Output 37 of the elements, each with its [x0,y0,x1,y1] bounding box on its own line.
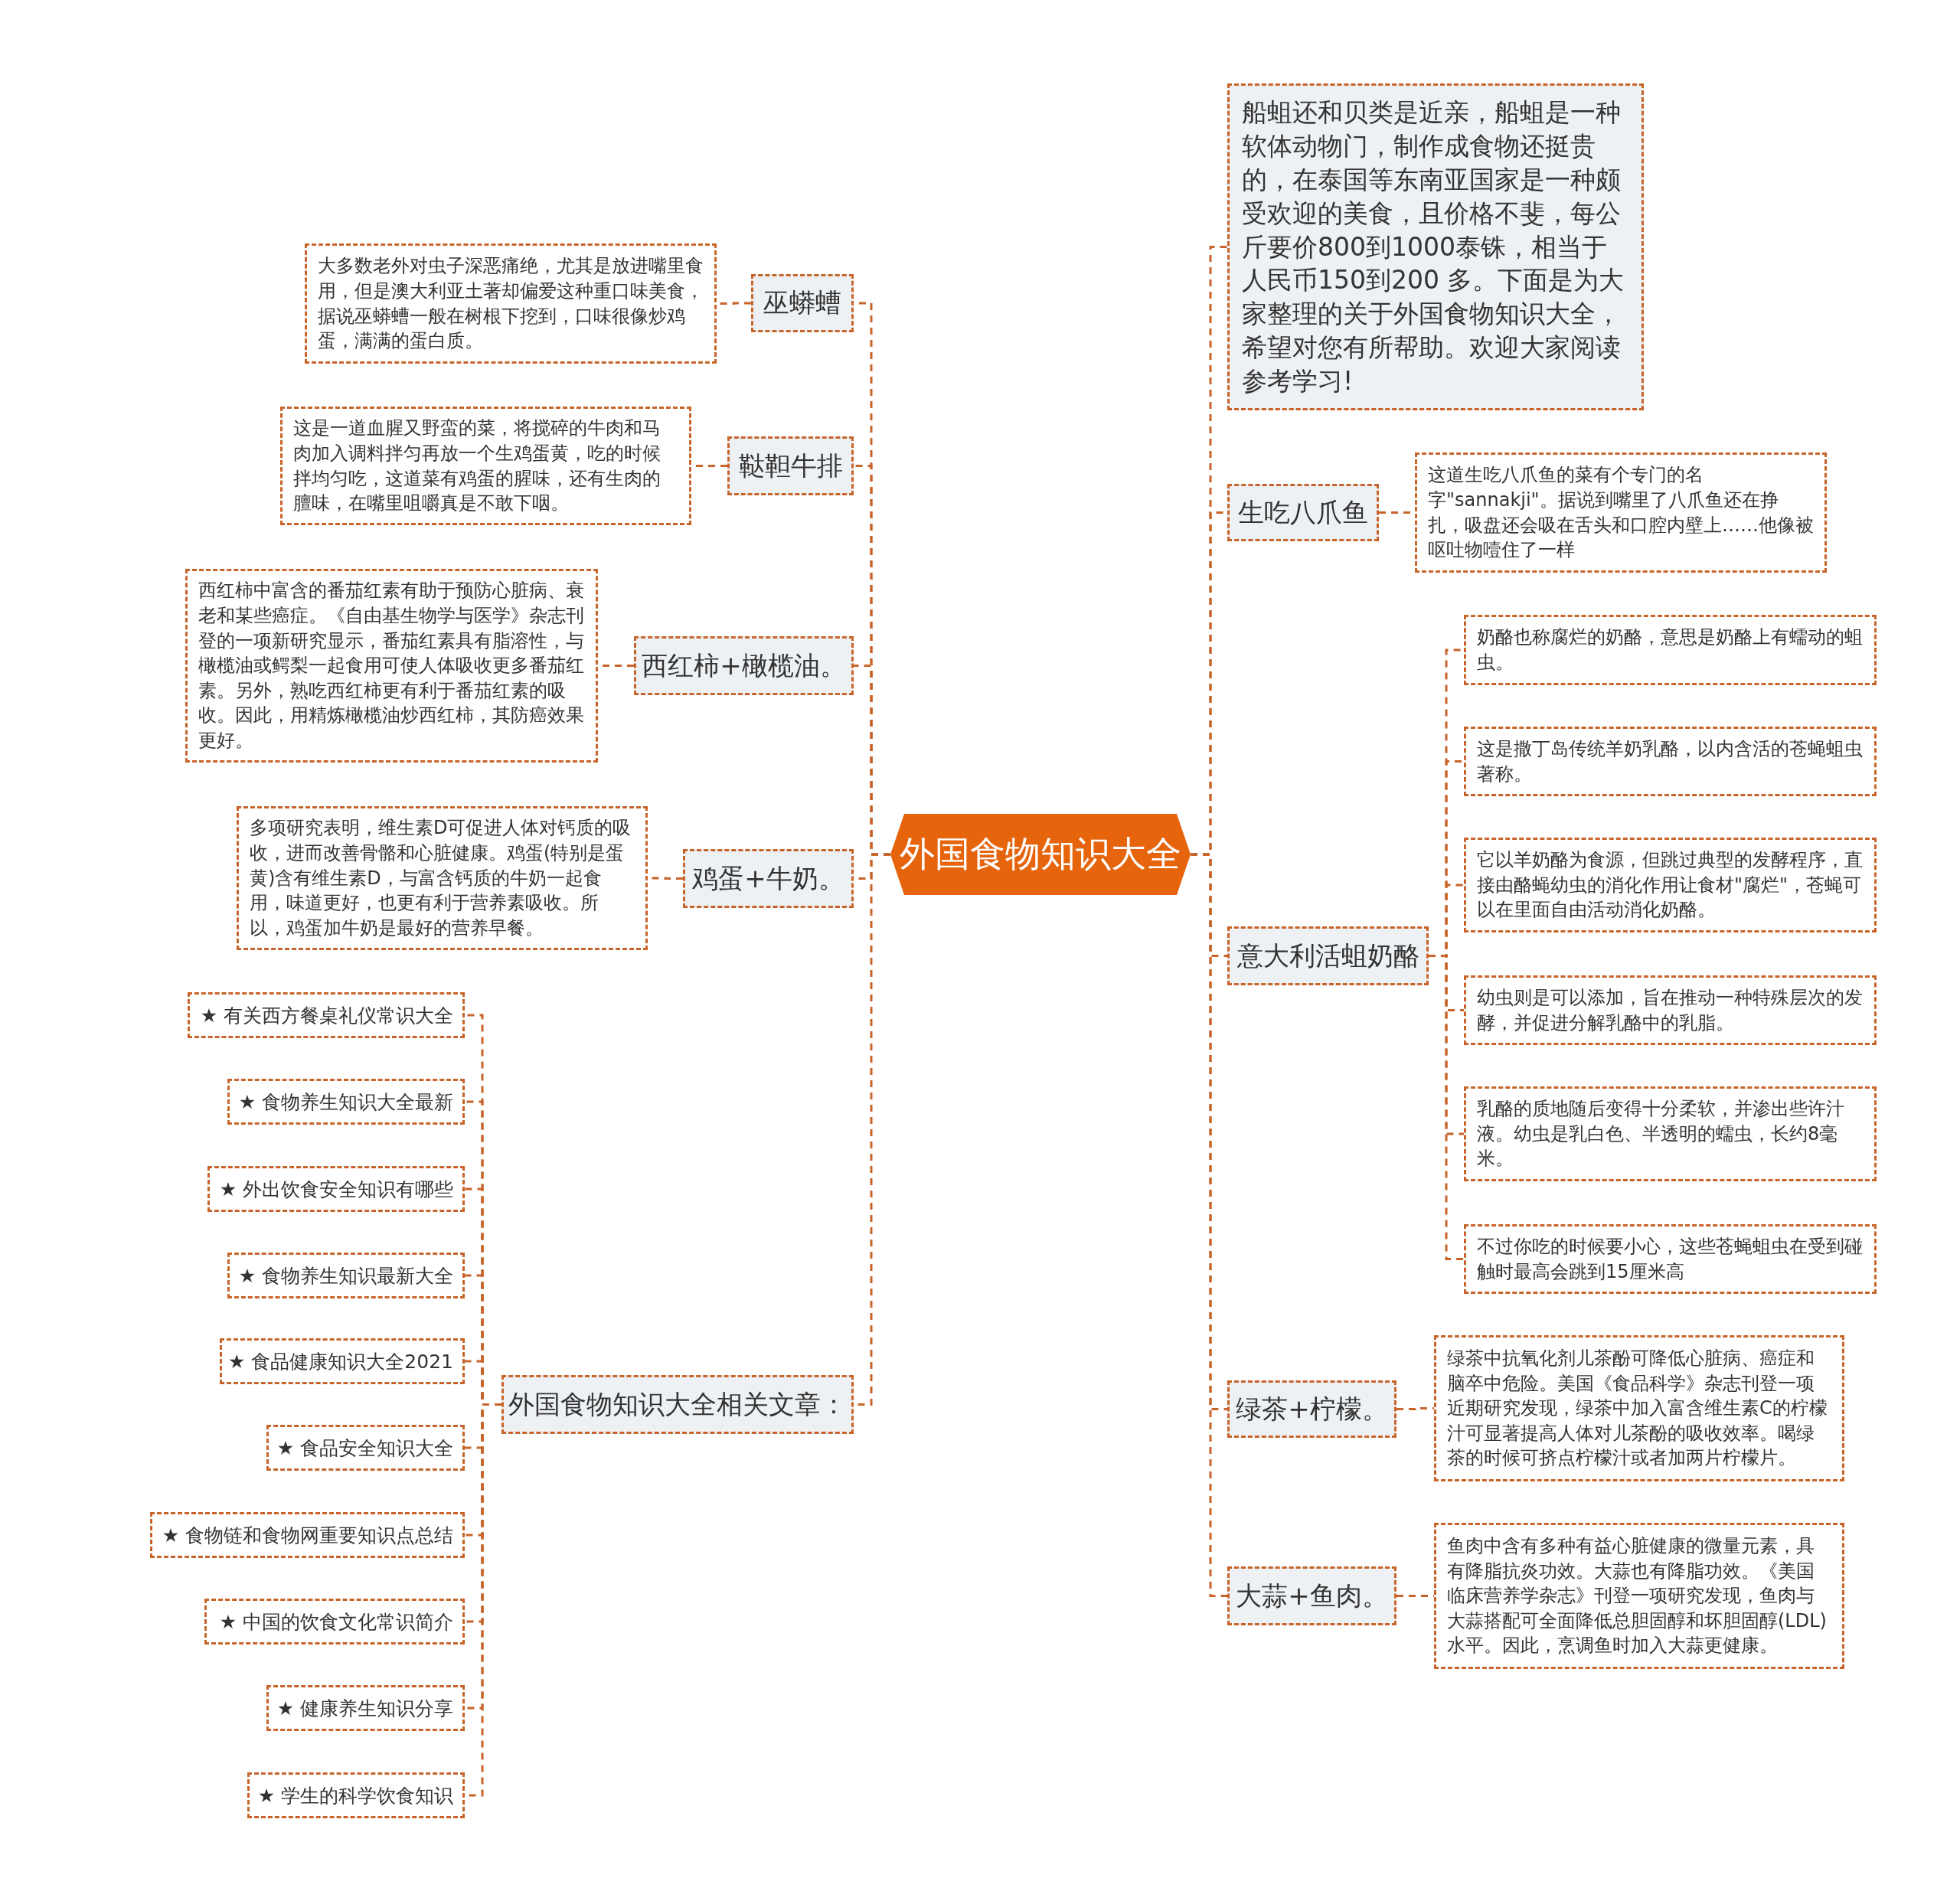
intro-box: 船蛆还和贝类是近亲，船蛆是一种软体动物门，制作成食物还挺贵的，在泰国等东南亚国家是一种颇受欢迎的美食，且价格不斐，每公斤要价800到1000泰铢，相当于人民币150到200 多。下面是为大家整理的关于外国食物知识大全，希望对您有所帮助。欢迎大家阅读参考学习! [1227,83,1644,410]
topic-box: 鞑靼牛排 [727,436,854,495]
connector-line [1396,1407,1434,1410]
link-box: ★ 外出饮食安全知识有哪些 [207,1166,465,1212]
topic-box: 意大利活蛆奶酪 [1227,926,1429,985]
note-box: 这是撒丁岛传统羊奶乳酪，以内含活的苍蝇蛆虫著称。 [1464,727,1877,796]
note-box: 这是一道血腥又野蛮的菜，将搅碎的牛肉和马肉加入调料拌匀再放一个生鸡蛋黄，吃的时候拌均匀吃，这道菜有鸡蛋的腥味，还有生肉的膻味，在嘴里咀嚼真是不敢下咽。 [280,407,691,525]
note-box: 奶酪也称腐烂的奶酪，意思是奶酪上有蠕动的蛆虫。 [1464,615,1877,685]
link-box: ★ 学生的科学饮食知识 [247,1772,465,1818]
note-box: 大多数老外对虫子深恶痛绝，尤其是放进嘴里食用，但是澳大利亚土著却偏爱这种重口味美食，据说巫蟒螬一般在树根下挖到，口味很像炒鸡蛋，满满的蛋白质。 [305,243,717,364]
link-box: ★ 食品安全知识大全 [266,1425,465,1471]
link-box: ★ 健康养生知识分享 [266,1685,465,1731]
topic-box: 大蒜+鱼肉。 [1227,1566,1396,1625]
link-box: ★ 食物养生知识最新大全 [227,1253,465,1298]
link-box: ★ 食物链和食物网重要知识点总结 [150,1512,465,1558]
note-box: 多项研究表明，维生素D可促进人体对钙质的吸收，进而改善骨骼和心脏健康。鸡蛋(特别是蛋黄)含有维生素D，与富含钙质的牛奶一起食用，味道更好，也更有利于营养素吸收。所以，鸡蛋加牛奶是最好的营养早餐。 [237,806,648,950]
note-box: 乳酪的质地随后变得十分柔软，并渗出些许汁液。幼虫是乳白色、半透明的蠕虫，长约8毫米。 [1464,1086,1877,1181]
topic-box: 外国食物知识大全相关文章： [501,1375,854,1434]
topic-box: 绿茶+柠檬。 [1227,1380,1396,1438]
link-box: ★ 有关西方餐桌礼仪常识大全 [188,992,465,1038]
link-box: ★ 中国的饮食文化常识简介 [204,1599,465,1645]
connector-line [1191,853,1227,1597]
central-topic: 外国食物知识大全 [890,814,1191,895]
note-box: 绿茶中抗氧化剂儿茶酚可降低心脏病、癌症和脑卒中危险。美国《食品科学》杂志刊登一项近期研究发现，绿茶中加入富含维生素C的柠檬汁可显著提高人体对儿茶酚的吸收效率。喝绿茶的时候可挤点柠檬汁或者加两片柠檬片。 [1434,1335,1844,1481]
topic-box: 生吃八爪鱼 [1227,484,1379,541]
topic-box: 鸡蛋+牛奶。 [683,849,854,908]
topic-box: 巫蟒螬 [751,274,854,332]
note-box: 不过你吃的时候要小心，这些苍蝇蛆虫在受到碰触时最高会跳到15厘米高 [1464,1224,1877,1294]
connector-line [1429,955,1464,1260]
note-box: 这道生吃八爪鱼的菜有个专门的名字"sannakji"。据说到嘴里了八爪鱼还在挣扎，吸盘还会吸在舌头和口腔内壁上……他像被呕吐物噎住了一样 [1415,452,1827,573]
note-box: 鱼肉中含有多种有益心脏健康的微量元素，具有降脂抗炎功效。大蒜也有降脂功效。《美国临床营养学杂志》刊登一项研究发现，鱼肉与大蒜搭配可全面降低总胆固醇和坏胆固醇(LDL)水平。因此，烹调鱼时加入大蒜更健康。 [1434,1523,1844,1669]
topic-box: 西红柿+橄榄油。 [634,636,854,695]
note-box: 幼虫则是可以添加，旨在推动一种特殊层次的发酵，并促进分解乳酪中的乳脂。 [1464,975,1877,1045]
link-box: ★ 食品健康知识大全2021 [220,1338,465,1384]
note-box: 西红柿中富含的番茄红素有助于预防心脏病、衰老和某些癌症。《自由基生物学与医学》杂志刊登的一项新研究显示，番茄红素具有脂溶性，与橄榄油或鳄梨一起食用可使人体吸收更多番茄红素。另外，熟吃西红柿更有利于番茄红素的吸收。因此，用精炼橄榄油炒西红柿，其防癌效果更好。 [185,569,598,763]
link-box: ★ 食物养生知识大全最新 [227,1079,465,1125]
note-box: 它以羊奶酪为食源，但跳过典型的发酵程序，直接由酪蝇幼虫的消化作用让食材"腐烂"，苍蝇可以在里面自由活动消化奶酪。 [1464,838,1877,933]
